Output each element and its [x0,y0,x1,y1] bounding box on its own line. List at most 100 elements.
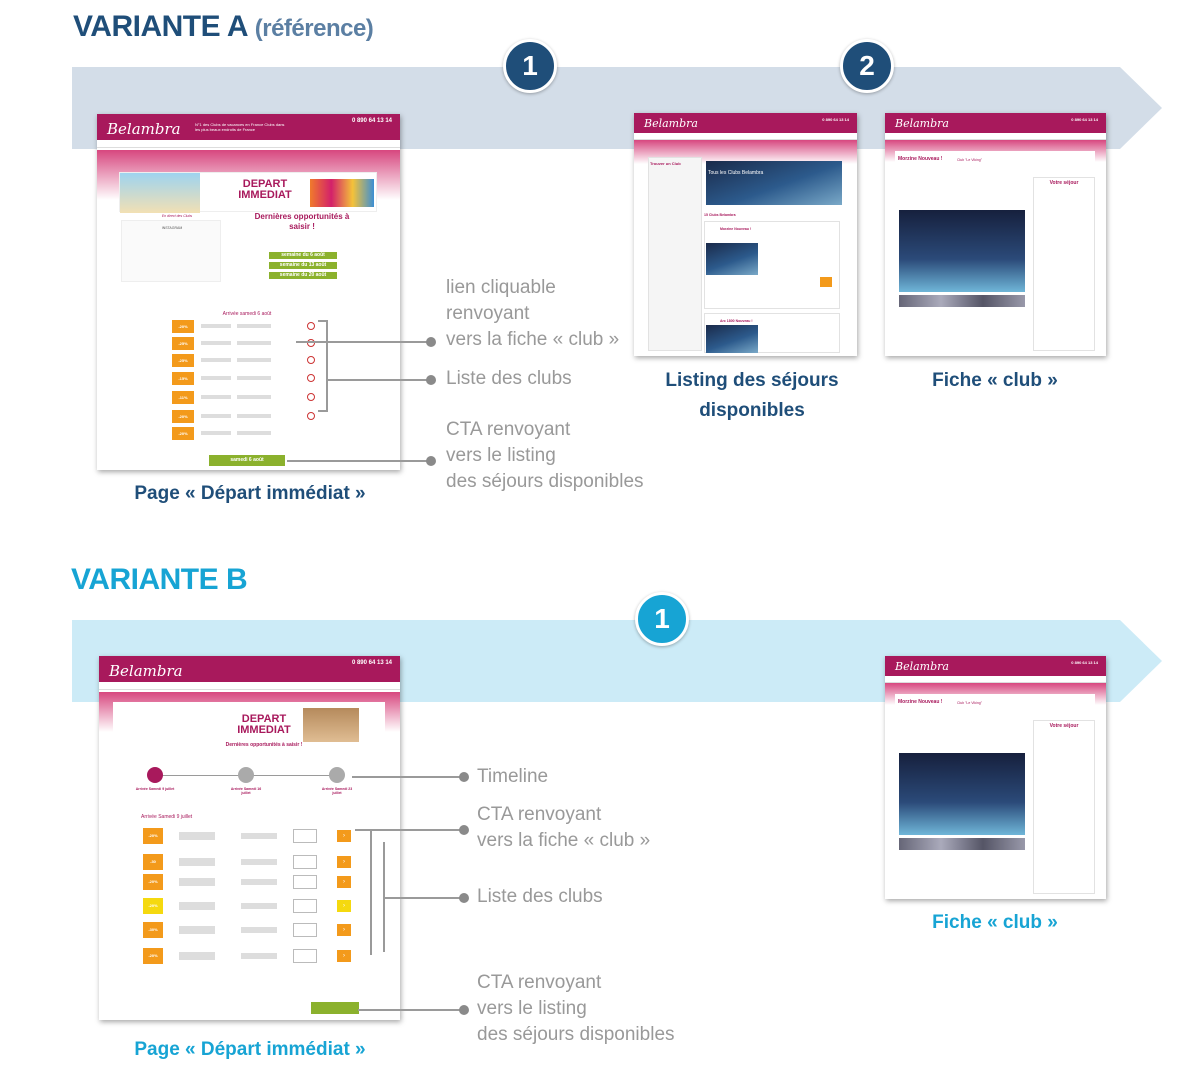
banner-title: DEPART IMMEDIAT [238,178,292,201]
connector-line [352,776,462,778]
phone-number: 0 890 64 13 14 [1071,660,1098,665]
variant-a-step-1-badge: 1 [503,39,557,93]
variant-a-subtitle: (référence) [254,15,374,42]
timeline-label: Arrivée Samedi 23 juillet [321,787,353,795]
direct-label: En direct des Clubs [161,214,193,218]
variant-a-fiche-screenshot: Belambra 0 890 64 13 14 Morzine Nouveau … [885,113,1106,356]
phone-number: 0 890 64 13 14 [351,660,392,666]
opportunities-title: Dernières opportunités à saisir ! [254,212,350,231]
cta-listing-button[interactable]: samedi 6 août [209,455,285,466]
connector-line [385,897,462,899]
bracket-line [326,320,328,412]
timeline-label: Arrivée Samedi 16 juillet [230,787,262,795]
logo: Belambra [895,117,949,130]
timeline-label: Arrivée Samedi 9 juillet [135,787,175,791]
variant-a-page-caption: Page « Départ immédiat » [134,483,366,504]
club-subtitle: Club "Le Viking" [957,158,982,162]
connector-line [328,379,430,381]
banner-photo [303,708,359,742]
banner: DEPART IMMEDIAT [119,172,377,213]
annotation-cta-listing: CTA renvoyant vers le listing des séjour… [477,970,675,1048]
sejour-title: Votre séjour [1049,180,1079,186]
annotation-line: lien cliquable [446,277,556,298]
connector-line [355,829,462,831]
availability-box [293,875,317,889]
connector-dot [426,337,436,347]
club-subtitle: Club "Le Viking" [957,701,982,705]
clock-icon [307,374,315,382]
annotation-line: CTA renvoyant [477,804,602,825]
annotation-line: renvoyant [446,303,530,324]
availability-box [293,923,317,937]
club-arrow-button[interactable]: › [337,924,351,936]
nav-bar [885,676,1106,683]
annotation-list: Liste des clubs [477,886,603,907]
week-button[interactable]: semaine du 20 août [269,272,337,279]
discount-badge: -20% [172,427,194,440]
hero-image [706,161,842,205]
variant-b-fiche-caption: Fiche « club » [932,912,1058,933]
banner-title: DEPART IMMEDIAT [237,713,291,736]
club-list [170,317,330,443]
club-arrow-button[interactable]: › [337,830,351,842]
discount-badge: -20% [143,828,163,844]
clubs-count: 15 Clubs Belambra [704,213,736,217]
availability-box [293,949,317,963]
week-button[interactable]: semaine du 13 août [269,262,337,269]
variant-b-page-screenshot: Belambra 0 890 64 13 14 DEPART IMMEDIAT … [99,656,400,1020]
annotation-timeline: Timeline [477,766,549,787]
discount-badge: -20% [172,320,194,333]
club-arrow-button[interactable]: › [337,876,351,888]
connector-dot [459,825,469,835]
discount-badge: -30 [143,854,163,870]
search-panel [648,157,702,351]
connector-dot [459,772,469,782]
week-button[interactable]: semaine du 6 août [269,252,337,259]
cta-listing-button[interactable] [311,1002,359,1014]
logo: Belambra [644,117,698,130]
annotation-line: vers le listing [477,998,587,1019]
variant-a-page-screenshot: Belambra N°1 des Clubs de vacances en Fr… [97,114,400,470]
nav-bar: Nos Clubs Guide séjour Famille Bébé Coup… [97,140,400,154]
variant-a-title-text: VARIANTE A [73,10,247,43]
bracket-line [318,320,328,322]
annotation-line: vers la fiche « club » [446,329,620,350]
discount-badge: -15% [172,372,194,385]
clock-icon [307,393,315,401]
connector-dot [459,1005,469,1015]
timeline-step[interactable] [238,767,254,783]
variant-a-listing-caption: Listing des séjours disponibles [665,370,839,421]
nav-bar [99,682,400,690]
timeline-step[interactable] [329,767,345,783]
hero-title: Tous les Clubs Belambra [708,170,764,176]
find-club-label: Trouver un Club [650,161,681,166]
connector-dot [426,456,436,466]
nav-bar [634,133,857,140]
discount-badge [820,277,832,287]
club-arrow-button[interactable]: › [337,900,351,912]
variant-b-step-1-badge: 1 [635,592,689,646]
discount-badge: -20% [143,948,163,964]
annotation-link: lien cliquable renvoyant vers la fiche «… [446,275,619,353]
arrival-label: Arrivée Samedi 9 juillet [141,814,193,820]
club-arrow-button[interactable]: › [337,856,351,868]
timeline-step-active[interactable] [147,767,163,783]
bracket-line [383,842,385,952]
annotation-list: Liste des clubs [446,368,572,389]
annotation-line: vers la fiche « club » [477,830,651,851]
logo: Belambra [109,662,183,680]
phone-number: 0 890 64 13 14 [1071,117,1098,122]
club-name: Arc 1800 Nouveau ! [720,319,753,323]
discount-badge: -11% [172,391,194,404]
connector-dot [426,375,436,385]
annotation-line: vers le listing [446,445,556,466]
club-card [704,313,840,353]
variant-a-title: VARIANTE A (référence) [73,10,374,44]
club-arrow-button[interactable]: › [337,950,351,962]
opportunities-title: Dernières opportunités à saisir ! [225,742,303,748]
clock-icon [307,412,315,420]
availability-box [293,899,317,913]
nav-bar [885,133,1106,140]
booking-panel [1033,720,1095,894]
clock-icon [307,356,315,364]
